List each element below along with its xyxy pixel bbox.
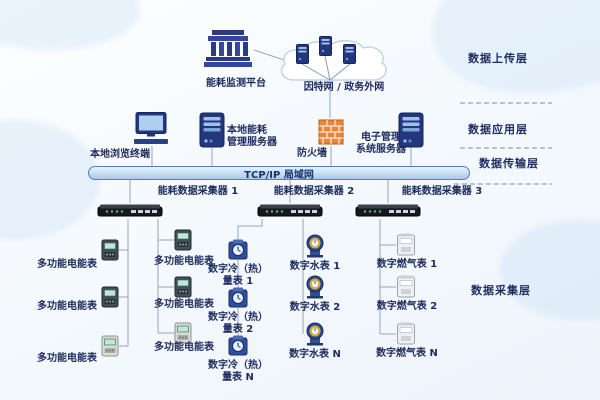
power-meter-icon [101, 335, 119, 361]
gas-meter-label: 数字燃气表 2 [376, 301, 438, 312]
collector-1-label: 能耗数据采集器 1 [157, 186, 239, 197]
heat-meter-label: 数字冷（热） 量表 1 [208, 264, 268, 287]
local-server-icon [199, 112, 225, 152]
building-icon [202, 28, 254, 72]
firewall-icon [318, 118, 344, 150]
platform-label: 能耗监测平台 [206, 78, 266, 89]
heat-meter-icon [228, 287, 248, 313]
power-meter-icon [101, 286, 119, 312]
heat-meter-label: 数字冷（热） 量表 2 [208, 312, 268, 335]
ems-server-icon [398, 112, 424, 152]
mini-server-icon [343, 44, 356, 68]
layer-label-application: 数据应用层 [468, 123, 528, 136]
power-meter-label: 多功能电能表 [154, 342, 214, 353]
local-server-label: 本地能耗 管理服务器 [227, 125, 277, 148]
collector-3-icon [355, 203, 421, 223]
water-meter-icon [304, 275, 326, 303]
gas-meter-label: 数字燃气表 1 [376, 259, 438, 270]
lan-bus: TCP/IP 局域网 [88, 166, 470, 181]
power-meter-icon [101, 239, 119, 265]
collector-1-icon [97, 203, 163, 223]
power-meter-label: 多功能电能表 [37, 353, 97, 364]
power-meter-icon [174, 229, 192, 255]
layer-label-collection: 数据采集层 [471, 284, 531, 297]
water-meter-label: 数字水表 2 [289, 302, 341, 313]
mini-server-icon [319, 36, 332, 60]
ems-server-label: 电子管理 系统服务器 [356, 132, 406, 155]
water-meter-icon [304, 322, 326, 350]
water-meter-label: 数字水表 N [289, 349, 341, 360]
gas-meter-icon [396, 322, 416, 350]
mini-server-icon [296, 44, 309, 68]
power-meter-icon [174, 322, 192, 348]
power-meter-label: 多功能电能表 [154, 256, 214, 267]
gas-meter-icon [396, 233, 416, 261]
collector-2-icon [257, 203, 323, 223]
internet-label: 因特网 / 政务外网 [303, 82, 385, 93]
power-meter-label: 多功能电能表 [154, 299, 214, 310]
heat-meter-label: 数字冷（热） 量表 N [208, 360, 268, 383]
power-meter-label: 多功能电能表 [37, 259, 97, 270]
water-meter-icon [304, 234, 326, 262]
gas-meter-icon [396, 275, 416, 303]
layer-label-upload: 数据上传层 [468, 52, 528, 65]
power-meter-icon [174, 276, 192, 302]
firewall-label: 防火墙 [297, 148, 327, 159]
terminal-label: 本地浏览终端 [90, 149, 150, 160]
gas-meter-label: 数字燃气表 N [376, 348, 438, 359]
water-meter-label: 数字水表 1 [289, 261, 341, 272]
heat-meter-icon [228, 335, 248, 361]
layer-label-transport: 数据传输层 [479, 157, 539, 170]
heat-meter-icon [228, 239, 248, 265]
power-meter-label: 多功能电能表 [37, 301, 97, 312]
collector-3-label: 能耗数据采集器 3 [401, 186, 483, 197]
collector-2-label: 能耗数据采集器 2 [273, 186, 355, 197]
terminal-icon [133, 112, 171, 150]
